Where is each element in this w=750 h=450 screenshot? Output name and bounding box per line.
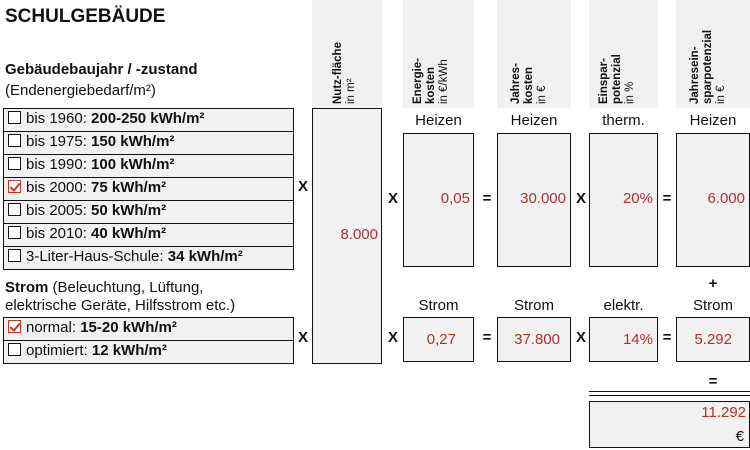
power-saving-percent: 14% <box>622 331 653 348</box>
checkbox-icon[interactable] <box>8 203 21 216</box>
power-cost-label: Strom <box>513 297 554 314</box>
checkbox-icon[interactable] <box>8 249 21 262</box>
page-title: SCHULGEBÄUDE <box>5 6 166 27</box>
checkbox-icon[interactable] <box>8 111 21 124</box>
heating-saving-percent: 20% <box>622 190 653 207</box>
heating-saving-box <box>589 133 658 267</box>
area-box <box>312 108 382 364</box>
heating-result-label: Heizen <box>689 112 737 129</box>
power-heading: Strom (Beleuchtung, Lüftung, <box>5 279 204 296</box>
power-energy-label: Strom <box>418 297 459 314</box>
heating-annual-cost: 30.000 <box>520 190 566 207</box>
checkbox-checked-icon[interactable] <box>8 180 21 193</box>
equals-operator-heating-1: = <box>482 190 492 207</box>
power-result-box <box>676 317 750 362</box>
checkbox-icon[interactable] <box>8 343 21 356</box>
times-operator-heating-3: X <box>575 190 586 207</box>
plus-sign: + <box>708 275 718 292</box>
option-bis-2010[interactable]: bis 2010: 40 kWh/m² <box>3 223 294 247</box>
checkbox-icon[interactable] <box>8 226 21 239</box>
option-power-optimiert[interactable]: optimiert: 12 kWh/m² <box>3 340 294 364</box>
power-energy-price-box <box>403 317 474 362</box>
power-annual-cost-box <box>497 317 571 362</box>
checkbox-icon[interactable] <box>8 157 21 170</box>
equals-operator-power-1: = <box>482 329 492 346</box>
total-divider-top <box>589 391 750 392</box>
times-operator-heating-2: X <box>387 190 398 207</box>
annual-cost-column-bg <box>497 0 571 108</box>
checkbox-checked-icon[interactable] <box>8 320 21 333</box>
power-energy-price: 0,27 <box>426 331 456 348</box>
building-heading: Gebäudebaujahr / -zustand <box>5 61 198 78</box>
option-bis-1990[interactable]: bis 1990: 100 kWh/m² <box>3 154 294 178</box>
total-currency: € <box>735 428 744 445</box>
power-heading-line2: elektrische Geräte, Hilfsstrom etc.) <box>5 297 236 314</box>
option-bis-1975[interactable]: bis 1975: 150 kWh/m² <box>3 131 294 155</box>
heating-saving-label: therm. <box>602 112 645 129</box>
area-value: 8.000 <box>340 226 378 243</box>
heating-annual-cost-box <box>497 133 571 267</box>
total-equals: = <box>708 373 718 390</box>
heating-energy-price: 0,05 <box>440 190 470 207</box>
total-divider-bottom <box>589 395 750 396</box>
heating-result-box <box>676 133 750 267</box>
power-result-label: Strom <box>692 297 733 314</box>
annual-saving-column-bg <box>676 0 750 108</box>
total-box <box>589 401 750 448</box>
power-saving-label: elektr. <box>603 297 644 314</box>
times-operator-power-2: X <box>387 329 398 346</box>
option-3-liter-haus[interactable]: 3-Liter-Haus-Schule: 34 kWh/m² <box>3 246 294 270</box>
power-annual-saving: 5.292 <box>694 331 732 348</box>
option-power-normal[interactable]: normal: 15-20 kWh/m² <box>3 317 294 341</box>
building-subheading: (Endenergiebedarf/m²) <box>5 82 156 99</box>
equals-operator-power-2: = <box>662 329 672 346</box>
checkbox-icon[interactable] <box>8 134 21 147</box>
area-column-bg <box>312 0 382 108</box>
saving-column-bg <box>589 0 658 108</box>
times-operator-heating-1: X <box>297 178 308 195</box>
heating-energy-label: Heizen <box>415 112 462 129</box>
total-value: 11.292 <box>701 404 746 421</box>
heating-cost-label: Heizen <box>510 112 558 129</box>
equals-operator-heating-2: = <box>662 190 672 207</box>
option-bis-1960[interactable]: bis 1960: 200-250 kWh/m² <box>3 108 294 132</box>
times-operator-power-1: X <box>297 329 308 346</box>
heating-annual-saving: 6.000 <box>707 190 745 207</box>
power-saving-box <box>589 317 658 362</box>
option-bis-2005[interactable]: bis 2005: 50 kWh/m² <box>3 200 294 224</box>
heating-energy-price-box <box>403 133 474 267</box>
power-annual-cost: 37.800 <box>514 331 560 348</box>
times-operator-power-3: X <box>575 329 586 346</box>
option-bis-2000[interactable]: bis 2000: 75 kWh/m² <box>3 177 294 201</box>
energy-cost-column-bg <box>403 0 474 108</box>
